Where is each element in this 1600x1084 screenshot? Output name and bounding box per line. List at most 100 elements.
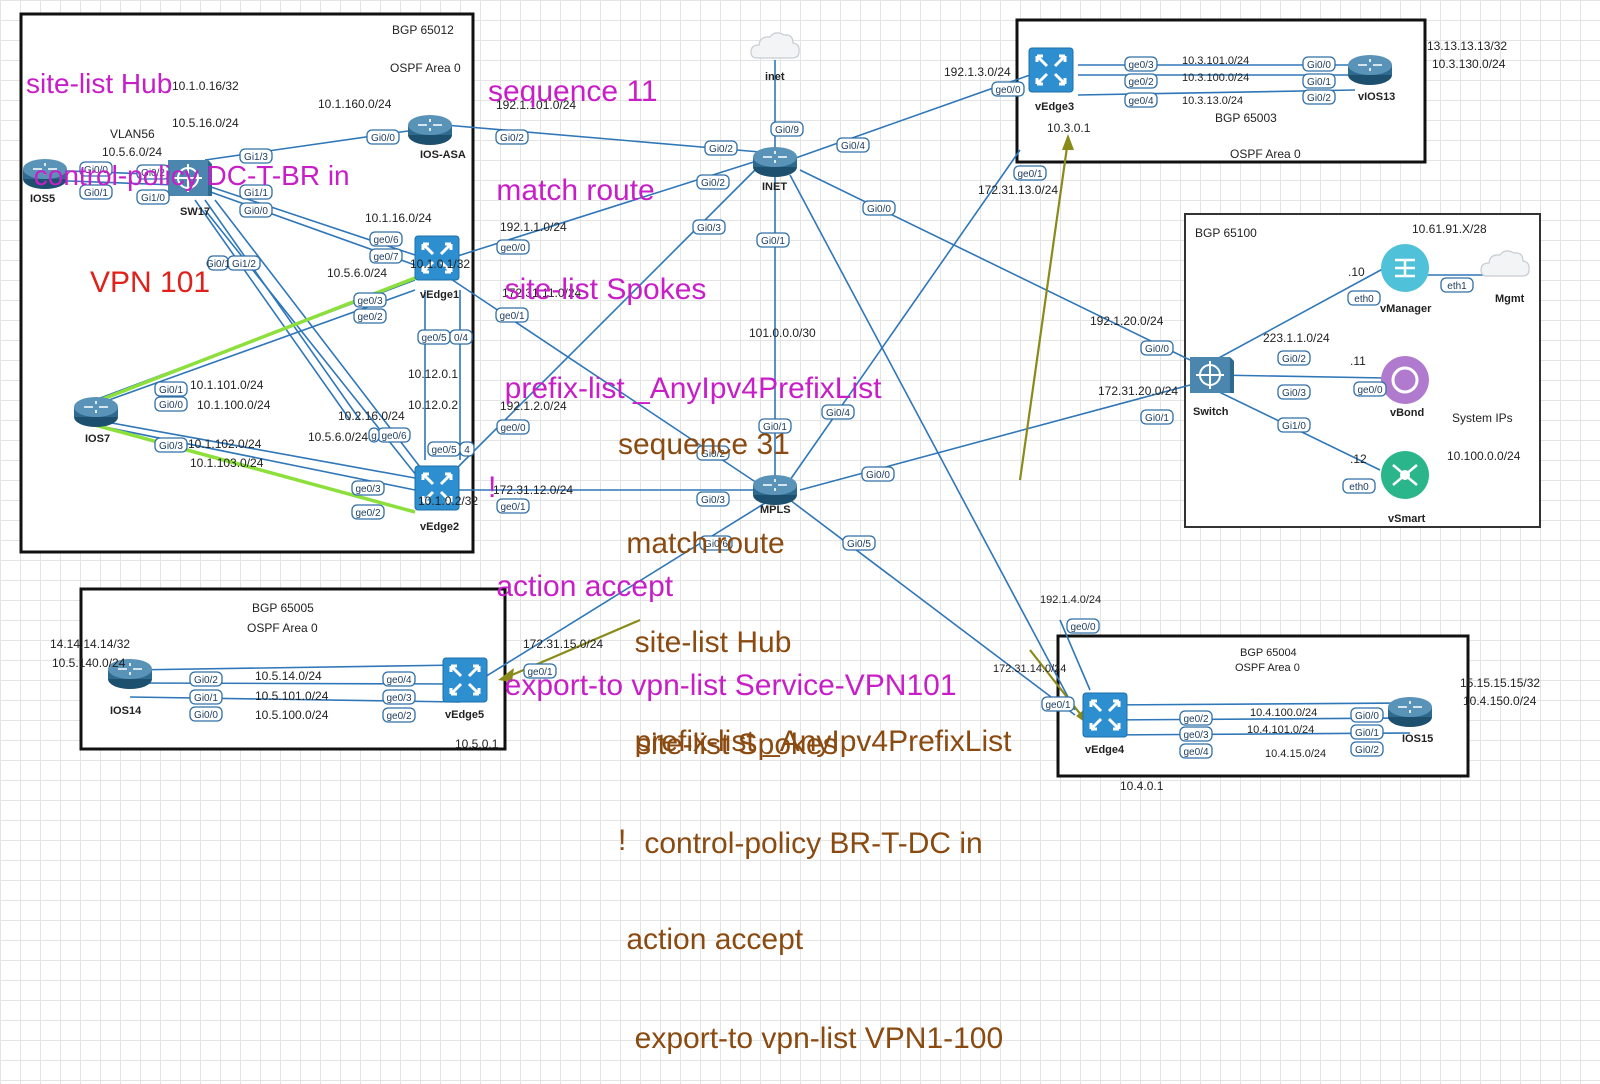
svg-text:Gi0/1: Gi0/1 <box>206 259 230 270</box>
svg-text:ge0/0: ge0/0 <box>500 243 525 254</box>
dc-ospf-label: OSPF Area 0 <box>390 61 461 75</box>
svg-text:0/4: 0/4 <box>454 333 468 344</box>
vedge-icon[interactable] <box>1081 691 1129 739</box>
network-label: 10.4.101.0/24 <box>1247 724 1314 736</box>
port-label: Gi0/2 <box>696 174 730 190</box>
router-icon[interactable] <box>1387 696 1433 728</box>
port-label: Gi0/1 <box>79 184 113 200</box>
ctrl-subnet-label: 10.61.91.X/28 <box>1412 222 1487 236</box>
port-label: ge0/6 <box>369 231 403 247</box>
svg-text:Gi0/1: Gi0/1 <box>763 422 787 433</box>
sequence-11-annotation: sequence 11 match route site-list Spokes… <box>488 17 957 731</box>
network-label: 10.3.13.0/24 <box>1182 95 1243 107</box>
network-label: 10.5.140.0/24 <box>52 656 126 670</box>
network-label: 10.3.101.0/24 <box>1182 55 1249 67</box>
svg-text:Gi0/2: Gi0/2 <box>141 168 165 179</box>
port-label: ge0/4 <box>1124 92 1158 108</box>
network-label: 10.1.160.0/24 <box>318 97 392 111</box>
port-label: Gi1/1 <box>239 184 273 200</box>
network-label: VLAN56 <box>110 127 155 141</box>
device-label-ios15: IOS15 <box>1402 733 1433 745</box>
network-label: 172.31.12.0/24 <box>493 483 573 497</box>
system-ips-value: 10.100.0.0/24 <box>1447 449 1521 463</box>
port-label: eth1 <box>1440 277 1474 293</box>
svg-text:Gi0/3: Gi0/3 <box>1282 388 1306 399</box>
annotation-line: sequence 31 <box>618 428 790 461</box>
vedge-icon[interactable] <box>1027 46 1075 94</box>
port-label: Gi0/1 <box>1350 724 1384 740</box>
router-icon[interactable] <box>73 396 119 428</box>
network-label: 10.2.16.0/24 <box>338 409 405 423</box>
svg-text:Gi0/1: Gi0/1 <box>1307 77 1331 88</box>
svg-text:ge0/1: ge0/1 <box>500 502 525 513</box>
svg-text:Gi0/0: Gi0/0 <box>244 206 268 217</box>
port-label: ge0/3 <box>1124 56 1158 72</box>
port-label: Gi0/1 <box>1140 409 1174 425</box>
port-label: Gi1/3 <box>239 148 273 164</box>
device-label-ios-asa: IOS-ASA <box>420 149 466 161</box>
svg-text:Gi0/2: Gi0/2 <box>1355 745 1379 756</box>
svg-text:Gi0/1: Gi0/1 <box>159 385 183 396</box>
svg-text:ge0/5: ge0/5 <box>421 333 446 344</box>
network-label: 10.12.0.2 <box>408 398 458 412</box>
network-label: 10.4.150.0/24 <box>1463 694 1537 708</box>
port-label: Gi0/3 <box>1277 384 1311 400</box>
svg-text:ge0/2: ge0/2 <box>357 312 382 323</box>
device-label-vedge1: vEdge1 <box>420 289 459 301</box>
vbond-icon[interactable] <box>1381 356 1429 404</box>
svg-text:ge0/0: ge0/0 <box>995 85 1020 96</box>
network-label: 10.4.0.1 <box>1120 779 1164 793</box>
svg-text:ge0/3: ge0/3 <box>355 484 380 495</box>
network-label: 10.1.102.0/24 <box>188 437 262 451</box>
svg-text:Gi0/3: Gi0/3 <box>701 495 725 506</box>
network-label: 10.4.100.0/24 <box>1250 707 1317 719</box>
network-label: .11 <box>1350 354 1366 368</box>
port-label: ge0/1 <box>496 498 530 514</box>
port-label: Gi0/3 <box>154 437 188 453</box>
port-label: g <box>368 427 380 443</box>
site4-ospf-label: OSPF Area 0 <box>1235 662 1300 674</box>
network-label: 10.12.0.1 <box>408 367 458 381</box>
vedge-icon[interactable] <box>441 656 489 704</box>
svg-text:ge0/1: ge0/1 <box>527 667 552 678</box>
network-label: 10.5.6.0/24 <box>327 266 387 280</box>
port-label: eth0 <box>1342 478 1376 494</box>
annotation-line: control-policy BR-T-DC in <box>636 827 983 860</box>
svg-text:Gi0/3: Gi0/3 <box>159 441 183 452</box>
network-label: 10.1.0.1/32 <box>410 257 470 271</box>
port-label: ge0/2 <box>351 504 385 520</box>
svg-text:Gi0/2: Gi0/2 <box>194 675 218 686</box>
annotation-line: action accept <box>488 570 674 603</box>
vsmart-icon[interactable] <box>1381 451 1429 499</box>
port-label: ge0/1 <box>523 663 557 679</box>
svg-text:ge0/3: ge0/3 <box>386 693 411 704</box>
svg-text:Gi0/4: Gi0/4 <box>826 408 850 419</box>
device-label-vsmart: vSmart <box>1388 513 1426 525</box>
port-label: 0/4 <box>449 329 473 345</box>
router-icon[interactable] <box>1347 54 1393 86</box>
network-label: 172.31.20.0/24 <box>1098 384 1178 398</box>
port-label: Gi0/0 <box>366 129 400 145</box>
vmanager-icon[interactable] <box>1381 244 1429 292</box>
device-label-ios14: IOS14 <box>110 705 142 717</box>
port-label: Gi0/3 <box>696 491 730 507</box>
network-label: 192.1.20.0/24 <box>1090 314 1164 328</box>
svg-text:Gi0/0: Gi0/0 <box>1145 344 1169 355</box>
svg-text:Gi0/0: Gi0/0 <box>866 470 890 481</box>
switch-icon[interactable] <box>1189 356 1235 394</box>
router-icon[interactable] <box>407 114 453 146</box>
svg-text:ge0/1: ge0/1 <box>499 311 524 322</box>
svg-text:Gi0/0: Gi0/0 <box>1307 60 1331 71</box>
port-label: ge0/5 <box>417 329 451 345</box>
port-label: Gi0/1 <box>154 381 188 397</box>
svg-text:Gi0/1: Gi0/1 <box>761 236 785 247</box>
svg-text:Gi0/1: Gi0/1 <box>194 693 218 704</box>
port-label: Gi0/0 <box>189 706 223 722</box>
device-label-ios5: IOS5 <box>30 193 55 205</box>
port-label: ge0/5 <box>427 441 461 457</box>
port-label: Gi0/0 <box>1302 56 1336 72</box>
device-label-mgmt: Mgmt <box>1495 293 1525 305</box>
device-label-vios13: vIOS13 <box>1358 91 1395 103</box>
network-label: 172.31.11.0/24 <box>502 286 582 300</box>
port-label: Gi1/0 <box>136 189 170 205</box>
